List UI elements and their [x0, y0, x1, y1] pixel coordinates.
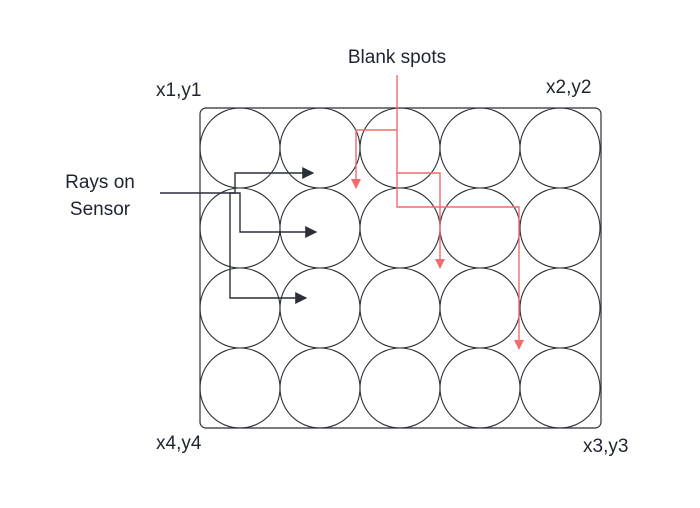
sensor-pixel-circle — [279, 107, 361, 189]
corner-label-top-left: x1,y1 — [156, 80, 201, 101]
ray-arrow-row3 — [229, 192, 308, 304]
sensor-pixel-circle — [279, 187, 361, 269]
corner-label-bottom-left: x4,y4 — [156, 433, 202, 454]
sensor-pixel-circle — [439, 107, 521, 189]
rays-label-line2: Sensor — [70, 199, 131, 220]
sensor-pixel-circle — [199, 107, 281, 189]
blank-spot-arrows — [351, 75, 524, 350]
blank-spot-arrow-1 — [351, 129, 397, 189]
sensor-pixel-circle — [279, 267, 361, 349]
blank-spot-arrow-3 — [396, 173, 524, 350]
sensor-rays — [160, 167, 318, 304]
sensor-pixel-circle — [519, 187, 601, 269]
sensor-pixel-circle — [359, 267, 441, 349]
sensor-pixel-circle — [519, 347, 601, 429]
sensor-pixel-circle — [439, 267, 521, 349]
pixel-grid — [199, 107, 601, 429]
blank-spots-label: Blank spots — [348, 47, 446, 68]
sensor-pixel-circle — [199, 347, 281, 429]
corner-label-top-right: x2,y2 — [546, 77, 591, 98]
corner-label-bottom-right: x3,y3 — [583, 436, 628, 457]
sensor-pixel-circle — [279, 347, 361, 429]
blank-spot-arrow-2 — [396, 130, 445, 269]
sensor-pixel-circle — [359, 187, 441, 269]
sensor-pixel-circle — [519, 267, 601, 349]
sensor-pixel-circle — [359, 347, 441, 429]
ray-arrow-row1 — [160, 167, 315, 194]
sensor-pixel-circle — [439, 187, 521, 269]
rays-label-line1: Rays on — [65, 172, 135, 193]
sensor-pixel-circle — [519, 107, 601, 189]
ray-arrow-row2 — [235, 192, 318, 238]
sensor-pixel-circle — [359, 107, 441, 189]
sensor-pixel-circle — [439, 347, 521, 429]
sensor-pixel-circle — [199, 267, 281, 349]
